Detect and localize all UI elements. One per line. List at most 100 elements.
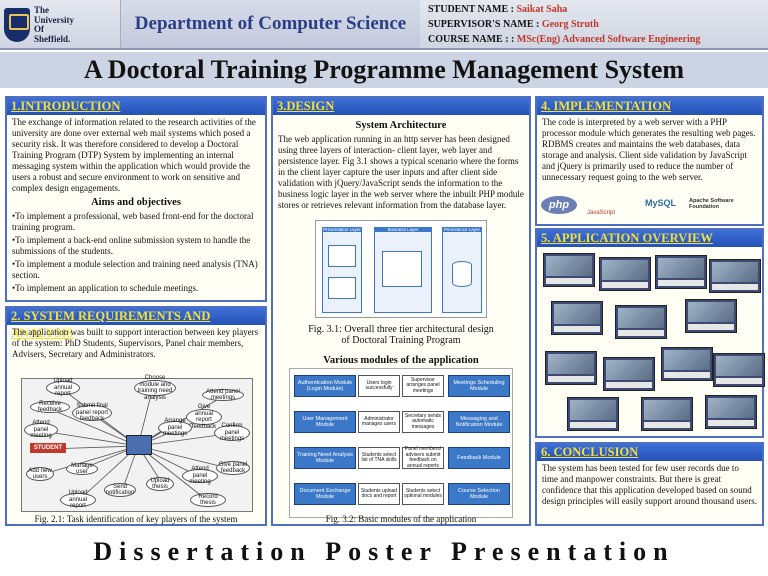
module-box: Feedback Module bbox=[448, 447, 510, 469]
module-box: Messaging and Notification Module bbox=[448, 411, 510, 433]
diagram-node: Manage user bbox=[66, 463, 98, 475]
overview-heading: 5. APPLICATION OVERVIEW bbox=[537, 230, 762, 247]
module-box: Training Need Analysis Module bbox=[294, 447, 356, 469]
diagram-node: Upload annual report bbox=[46, 378, 80, 397]
diagram-node: Arrange panel meetings bbox=[158, 418, 192, 437]
requirements-panel: 2. SYSTEM REQUIREMENTS AND ANALYSIS The … bbox=[5, 306, 267, 526]
aim-item: •To implement a back-end online submissi… bbox=[12, 235, 251, 256]
diagram-node: Send notification bbox=[104, 483, 136, 497]
javascript-logo: JavaScript bbox=[587, 210, 616, 216]
diagram-node: Confirm panel meetings bbox=[214, 423, 250, 442]
diagram-node: Attend panel meeting bbox=[24, 420, 58, 439]
supervisor-name: Georg Struth bbox=[541, 19, 599, 30]
app-screenshot bbox=[705, 395, 757, 429]
introduction-panel: 1.INTRODUCTION The exchange of informati… bbox=[5, 96, 267, 302]
aims-heading: Aims and objectives bbox=[91, 197, 181, 208]
app-screenshot bbox=[567, 397, 619, 431]
module-box: User Management Module bbox=[294, 411, 356, 433]
app-screenshot bbox=[545, 351, 597, 385]
figure-2-1-caption: Fig. 2.1: Task identification of key pla… bbox=[34, 514, 238, 524]
module-step: Panel members/ advisers submit feedback … bbox=[402, 446, 444, 469]
app-screenshot bbox=[641, 397, 693, 431]
supervisor-label: SUPERVISOR'S NAME : bbox=[428, 19, 540, 30]
crest-icon bbox=[4, 8, 30, 42]
overview-panel: 5. APPLICATION OVERVIEW bbox=[535, 228, 765, 438]
course-name: MSc(Eng) Advanced Software Engineering bbox=[516, 34, 701, 45]
modules-heading: Various modules of the application bbox=[323, 355, 479, 366]
diagram-node: Receive feedback bbox=[30, 401, 70, 413]
introduction-heading: 1.INTRODUCTION bbox=[7, 98, 265, 115]
requirements-heading: 2. SYSTEM REQUIREMENTS AND ANALYSIS bbox=[7, 308, 265, 340]
arch-label: Persistence Layer bbox=[442, 227, 482, 232]
student-info: STUDENT NAME : Saikat Saha SUPERVISOR'S … bbox=[428, 2, 766, 47]
php-logo: php bbox=[541, 196, 577, 214]
computer-icon bbox=[126, 435, 152, 455]
design-text: The web application running in an http s… bbox=[278, 134, 524, 210]
student-name: Saikat Saha bbox=[516, 4, 568, 15]
introduction-text: The exchange of information related to t… bbox=[12, 117, 256, 193]
student-role-label: STUDENT bbox=[30, 443, 66, 453]
module-step: Administrator manages users bbox=[358, 411, 400, 433]
database-icon bbox=[452, 261, 472, 287]
app-screenshot bbox=[709, 259, 761, 293]
diagram-node: Attend panel meeting bbox=[182, 466, 218, 485]
department-title: Department of Computer Science bbox=[120, 0, 420, 48]
app-screenshot bbox=[599, 257, 651, 291]
module-step: Students upload docs and report bbox=[358, 483, 400, 505]
app-screenshot bbox=[615, 305, 667, 339]
conclusion-heading: 6. CONCLUSION bbox=[537, 444, 762, 461]
arch-label: Business Layer bbox=[374, 227, 432, 232]
figure-3-1-caption: Fig. 3.1: Overall three tier architectur… bbox=[308, 324, 494, 346]
diagram-node: Upload annual report bbox=[60, 490, 96, 509]
diagram-node: Record thesis bbox=[190, 493, 226, 507]
screenshots-gallery bbox=[537, 247, 765, 436]
diagram-node: Give annual report feedback bbox=[186, 404, 222, 430]
architecture-heading: System Architecture bbox=[355, 120, 447, 131]
diagram-node: Choose module and training need analysis bbox=[134, 375, 176, 401]
diagram-node: Attend panel meetings bbox=[202, 389, 244, 401]
figure-3-2-caption: Fig. 3.2: Basic modules of the applicati… bbox=[325, 514, 477, 524]
diagram-node: Submit final panel report feedback bbox=[72, 403, 112, 422]
app-screenshot bbox=[603, 357, 655, 391]
implementation-text: The code is interpreted by a web server … bbox=[542, 117, 756, 182]
module-box: Document Exchange Module bbox=[294, 483, 356, 505]
requirements-text: The application was built to support int… bbox=[12, 327, 259, 359]
footer-title: Dissertation Poster Presentation bbox=[93, 537, 675, 566]
aim-item: •To implement a professional, web based … bbox=[12, 211, 254, 232]
module-step: Supervisor arranges panel meetings bbox=[402, 375, 444, 397]
design-panel: 3.DESIGN System Architecture The web app… bbox=[271, 96, 531, 526]
module-box: Authentication Module (Login Module) bbox=[294, 375, 356, 397]
module-step: Users login successfully bbox=[358, 375, 400, 397]
university-name: The University Of Sheffield. bbox=[34, 5, 74, 44]
module-step: Students select optional modules bbox=[402, 483, 444, 505]
app-screenshot bbox=[551, 301, 603, 335]
aim-item: •To implement an application to schedule… bbox=[12, 283, 199, 293]
diagram-node: Give panel feedback bbox=[216, 461, 250, 475]
implementation-panel: 4. IMPLEMENTATION The code is interprete… bbox=[535, 96, 764, 226]
module-box: Meetings Scheduling Module bbox=[448, 375, 510, 397]
aim-item: •To implement a module selection and tra… bbox=[12, 259, 258, 280]
architecture-diagram: Presentation Layer Business Layer Persis… bbox=[315, 220, 487, 318]
key-players-diagram: Upload annual report Choose module and t… bbox=[21, 375, 253, 512]
course-label: COURSE NAME : : bbox=[428, 34, 515, 45]
conclusion-text: The system has been tested for few user … bbox=[542, 463, 757, 506]
diagram-node: Add new users bbox=[26, 467, 54, 481]
app-screenshot bbox=[655, 255, 707, 289]
design-heading: 3.DESIGN bbox=[273, 98, 529, 115]
conclusion-panel: 6. CONCLUSION The system has been tested… bbox=[535, 442, 764, 526]
apache-logo: Apache Software Foundation bbox=[689, 198, 734, 210]
app-screenshot bbox=[661, 347, 713, 381]
app-screenshot bbox=[713, 353, 765, 387]
modules-diagram: Authentication Module (Login Module) Use… bbox=[289, 368, 513, 518]
student-label: STUDENT NAME : bbox=[428, 4, 514, 15]
module-step: Secretary sends automatic messages bbox=[402, 411, 444, 433]
implementation-heading: 4. IMPLEMENTATION bbox=[537, 98, 762, 115]
app-screenshot bbox=[685, 299, 737, 333]
university-logo: The University Of Sheffield. bbox=[4, 3, 112, 47]
module-step: Students select list of TNA skills bbox=[358, 447, 400, 469]
mysql-logo: MySQL bbox=[645, 198, 677, 208]
diagram-node: Upload thesis bbox=[146, 477, 174, 491]
poster-title: A Doctoral Training Programme Management… bbox=[0, 52, 768, 88]
module-box: Course Selection Module bbox=[448, 483, 510, 505]
app-screenshot bbox=[543, 253, 595, 287]
